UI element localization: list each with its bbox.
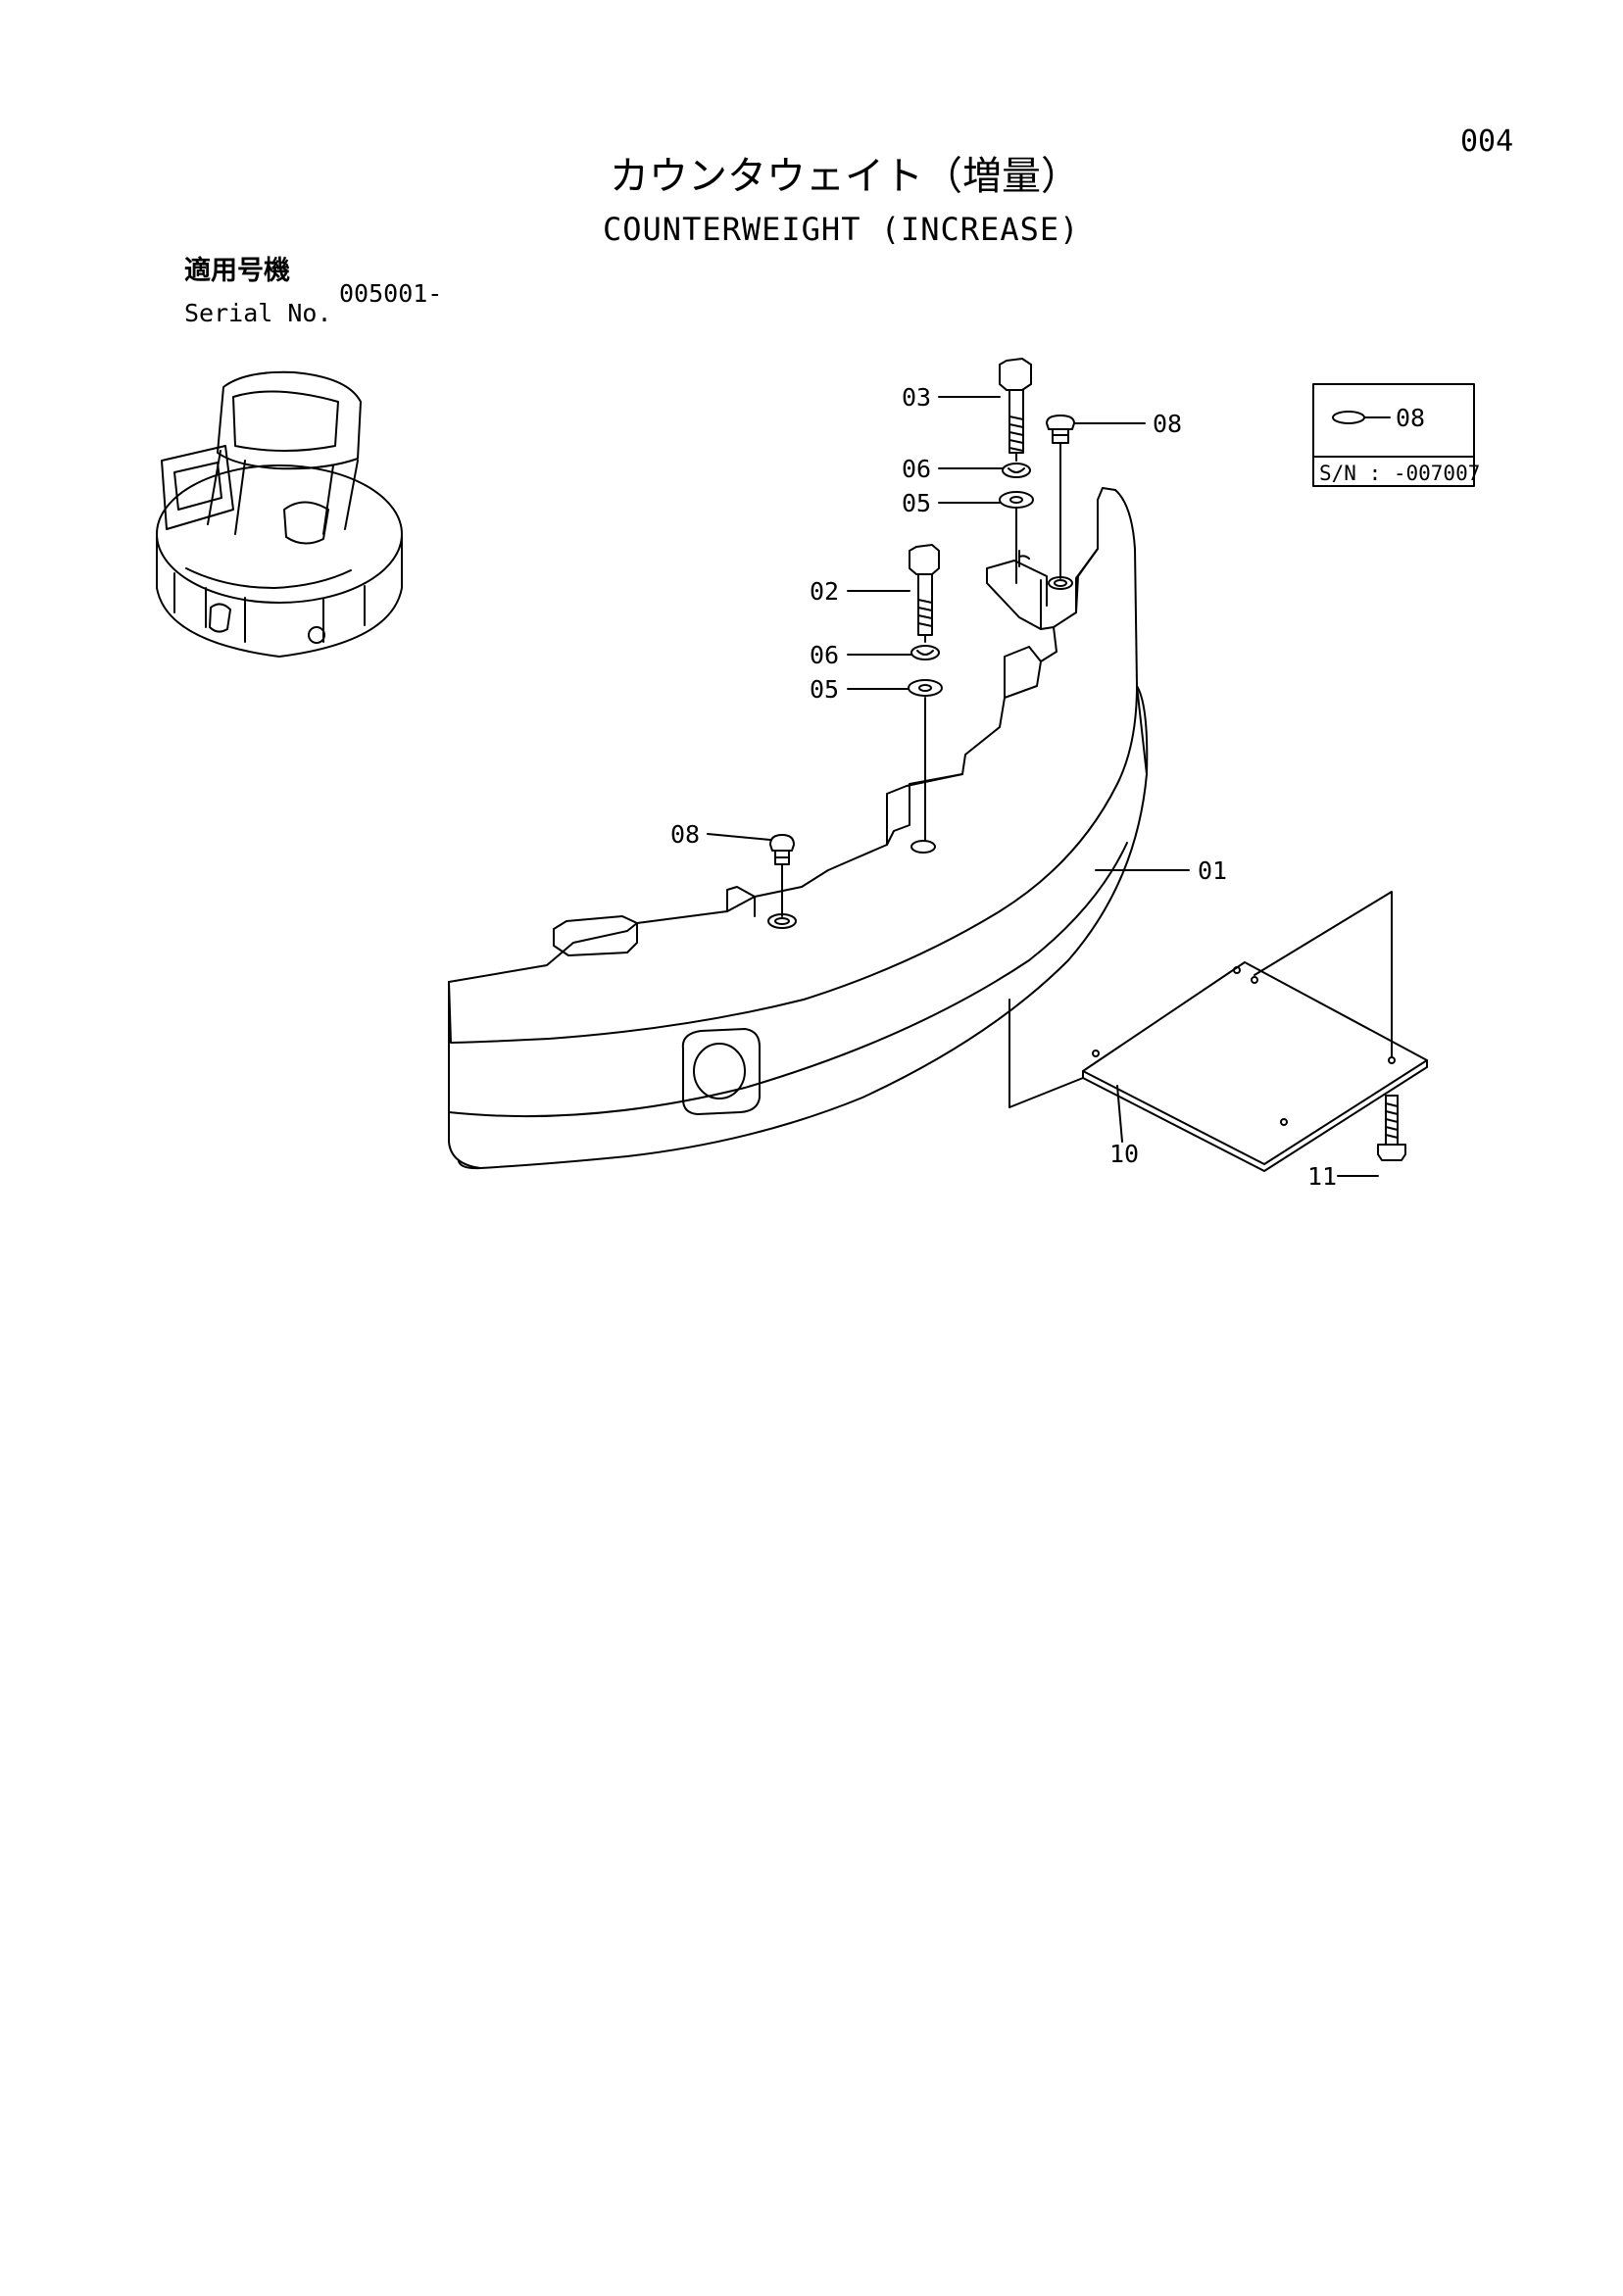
screw-11 [1377, 1095, 1406, 1161]
callout-08-right: 08 [1153, 410, 1182, 438]
machine-location-thumbnail [156, 370, 403, 658]
serial-range: 005001- [339, 279, 443, 308]
serial-label-english: Serial No. [184, 299, 332, 327]
cover-plate [1008, 891, 1428, 1172]
page-title-english: COUNTERWEIGHT (INCREASE) [603, 211, 1080, 248]
page-title-japanese: カウンタウェイト（増量） [610, 154, 1080, 199]
callout-11: 11 [1307, 1162, 1337, 1191]
callout-05-upper: 05 [902, 489, 931, 517]
serial-label-japanese: 適用号機 [184, 256, 290, 286]
callout-01: 01 [1198, 856, 1227, 885]
inset-callout-08: 08 [1396, 404, 1425, 432]
inset-serial-note-box [1312, 383, 1475, 487]
callout-06-lower: 06 [810, 641, 839, 669]
plug-08-left [769, 834, 795, 917]
callout-06-upper: 06 [902, 455, 931, 483]
counterweight-body [448, 487, 1149, 1170]
callout-10: 10 [1109, 1140, 1139, 1168]
callout-05-lower: 05 [810, 675, 839, 704]
plug-08-right [1046, 415, 1075, 579]
bolt-03-assembly [999, 358, 1034, 584]
callout-leader-lines [707, 396, 1379, 1177]
inset-serial-note: S/N : -007007 [1319, 462, 1480, 485]
callout-02: 02 [810, 577, 839, 606]
callout-08-left: 08 [670, 820, 700, 849]
callout-03: 03 [902, 383, 931, 412]
page-number: 004 [1460, 124, 1514, 159]
bolt-02-assembly [908, 544, 943, 842]
